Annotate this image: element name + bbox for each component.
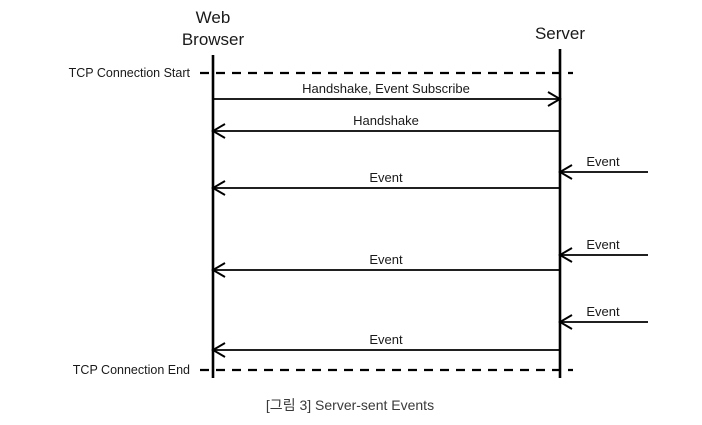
message-label-handshake-reply: Handshake xyxy=(353,113,419,128)
arrowhead-left-event-2 xyxy=(211,262,226,278)
arrowhead-left-event-3 xyxy=(211,342,226,358)
arrowhead-left-handshake-reply xyxy=(211,123,226,139)
arrowhead-left-external-event-2 xyxy=(558,247,573,263)
arrowhead-right-handshake-subscribe xyxy=(547,91,562,107)
actor-label-browser-line2: Browser xyxy=(182,30,245,49)
message-label-handshake-subscribe: Handshake, Event Subscribe xyxy=(302,81,470,96)
phase-label-tcp-start: TCP Connection Start xyxy=(69,66,191,80)
external-event-label-1: Event xyxy=(586,154,620,169)
message-label-event-3: Event xyxy=(369,332,403,347)
phase-label-tcp-end: TCP Connection End xyxy=(73,363,190,377)
arrowhead-left-event-1 xyxy=(211,180,226,196)
actor-label-server: Server xyxy=(535,24,585,43)
message-label-event-2: Event xyxy=(369,252,403,267)
external-event-label-2: Event xyxy=(586,237,620,252)
message-label-event-1: Event xyxy=(369,170,403,185)
figure-caption: [그림 3] Server-sent Events xyxy=(266,397,434,413)
actor-label-browser-line1: Web xyxy=(196,8,231,27)
arrowhead-left-external-event-1 xyxy=(558,164,573,180)
external-event-label-3: Event xyxy=(586,304,620,319)
arrowhead-left-external-event-3 xyxy=(558,314,573,330)
